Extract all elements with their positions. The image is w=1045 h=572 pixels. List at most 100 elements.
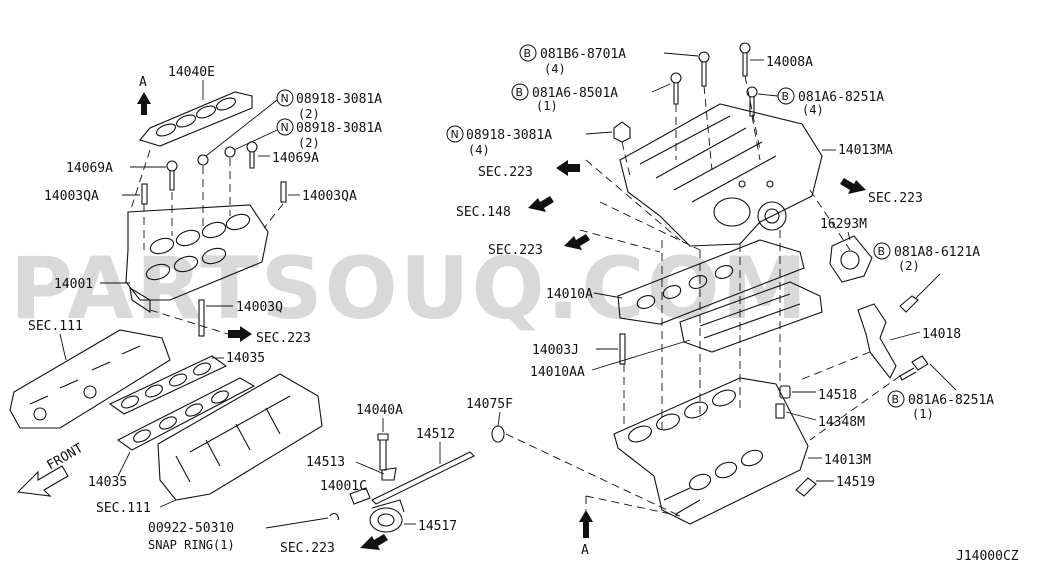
collector-14013ma[interactable]: [619, 103, 823, 247]
callout-b4-qty: (2): [898, 259, 920, 273]
callout-b2-qty: (1): [536, 99, 558, 113]
stud-14003q[interactable]: [198, 299, 205, 337]
gasket-14040e[interactable]: [139, 91, 253, 147]
actuator-14517[interactable]: [369, 499, 405, 533]
sec-223-r1[interactable]: SEC.223: [478, 165, 533, 180]
label-14075f: 14075F: [466, 397, 513, 412]
callout-n1-prefix: N: [281, 92, 289, 105]
sec-arrow-223-r3: [840, 178, 866, 194]
label-14069a-left: 14069A: [66, 161, 113, 176]
sensor-14518[interactable]: [779, 385, 791, 399]
bracket-14018[interactable]: [857, 295, 919, 380]
label-snap-ring: SNAP RING(1): [148, 538, 235, 552]
label-14010a: 14010A: [546, 287, 593, 302]
callout-b1-qty: (4): [544, 62, 566, 76]
bolt-14008a[interactable]: [739, 42, 751, 77]
callout-b1-prefix: B: [524, 47, 532, 60]
sec-111-bottom[interactable]: SEC.111: [96, 501, 151, 516]
callout-b4-prefix: B: [878, 245, 886, 258]
callout-b5-prefix: B: [892, 393, 900, 406]
bolt-14069a-right[interactable]: [246, 141, 258, 169]
callout-n3-qty: (4): [468, 143, 490, 157]
arrow-a-top-label: A: [139, 75, 147, 90]
label-14512: 14512: [416, 427, 455, 442]
sec-111-top[interactable]: SEC.111: [28, 319, 83, 334]
sec-223-r3[interactable]: SEC.223: [868, 191, 923, 206]
stud-14003qa-right[interactable]: [280, 181, 287, 203]
cylinder-head-upper[interactable]: [9, 329, 171, 429]
sec-148[interactable]: SEC.148: [456, 205, 511, 220]
sec-arrow-223-left: [228, 326, 252, 342]
callout-n2-prefix: N: [281, 121, 289, 134]
callout-b1[interactable]: B 081B6-8701A (4): [519, 44, 626, 76]
gasket-14035-lower[interactable]: [116, 377, 256, 451]
label-14001c: 14001C: [320, 479, 367, 494]
label-14010aa: 14010AA: [530, 365, 585, 380]
nut-08918-right[interactable]: [613, 121, 631, 143]
manifold-14001[interactable]: [125, 204, 269, 314]
callout-n1[interactable]: N 08918-3081A (2): [276, 89, 382, 121]
nut-left[interactable]: [197, 146, 236, 166]
bolt-14040a[interactable]: [377, 433, 389, 471]
callout-n2[interactable]: N 08918-3081A (2): [276, 118, 382, 150]
sec-arrow-148: [528, 196, 554, 212]
bolt-081b6[interactable]: [698, 51, 710, 87]
front-label: FRONT: [45, 441, 87, 474]
callout-b2-number: 081A6-8501A: [532, 86, 618, 101]
sec-223-bottom[interactable]: SEC.223: [280, 541, 335, 556]
label-00922: 00922-50310: [148, 521, 234, 536]
callout-n3-prefix: N: [451, 128, 459, 141]
stud-14003qa-left[interactable]: [141, 183, 148, 205]
label-14018: 14018: [922, 327, 961, 342]
sec-arrow-223-r2: [564, 234, 590, 250]
front-arrow: FRONT: [16, 441, 87, 497]
label-14003qa-right: 14003QA: [302, 189, 357, 204]
callout-n3-number: 08918-3081A: [466, 128, 552, 143]
callout-b2[interactable]: B 081A6-8501A (1): [511, 83, 618, 113]
arrow-a-bottom-label: A: [581, 543, 589, 558]
label-14035-bottom: 14035: [88, 475, 127, 490]
stud-14003j[interactable]: [619, 333, 626, 365]
callout-b3-number: 081A6-8251A: [798, 90, 884, 105]
callout-b2-prefix: B: [516, 86, 524, 99]
callout-n2-number: 08918-3081A: [296, 121, 382, 136]
plug-14348m[interactable]: [775, 403, 785, 419]
callout-b4[interactable]: B 081A8-6121A (2): [873, 242, 980, 273]
label-14517: 14517: [418, 519, 457, 534]
gasket-16293m[interactable]: [829, 235, 873, 283]
clip-14513[interactable]: [381, 467, 397, 481]
view-arrow-a-bottom: A: [579, 510, 593, 558]
label-14069a-right: 14069A: [272, 151, 319, 166]
snap-ring[interactable]: [329, 512, 340, 521]
cylinder-head-lower[interactable]: [157, 373, 323, 501]
label-14519: 14519: [836, 475, 875, 490]
bolt-081a6-8251a-lower[interactable]: [899, 355, 929, 381]
bolt-14069a-left[interactable]: [166, 160, 178, 191]
label-14003qa-left: 14003QA: [44, 189, 99, 204]
sensor-14519[interactable]: [795, 477, 817, 497]
callout-b3[interactable]: B 081A6-8251A (4): [777, 87, 884, 117]
label-14035-top: 14035: [226, 351, 265, 366]
gasket-14035-upper[interactable]: [108, 355, 228, 415]
label-14040e: 14040E: [168, 65, 215, 80]
callout-n3[interactable]: N 08918-3081A (4): [446, 125, 552, 157]
rod-14512[interactable]: [371, 451, 475, 505]
label-14003q: 14003Q: [236, 300, 283, 315]
sec-arrow-223-bottom: [360, 534, 388, 550]
callout-n1-number: 08918-3081A: [296, 92, 382, 107]
pin-14001c[interactable]: [349, 487, 371, 505]
label-14013ma: 14013MA: [838, 143, 893, 158]
gasket-14010a[interactable]: [617, 239, 805, 325]
bolt-081a6-8501a[interactable]: [670, 72, 682, 105]
callout-b1-number: 081B6-8701A: [540, 47, 626, 62]
callout-b5-qty: (1): [912, 407, 934, 421]
diagram-id: J14000CZ: [956, 549, 1019, 564]
callout-b5[interactable]: B 081A6-8251A (1): [887, 390, 994, 421]
manifold-14013m[interactable]: [613, 377, 809, 525]
sec-223-left[interactable]: SEC.223: [256, 331, 311, 346]
cap-14075f[interactable]: [491, 425, 505, 443]
sec-223-r2[interactable]: SEC.223: [488, 243, 543, 258]
callout-n1-qty: (2): [298, 107, 320, 121]
